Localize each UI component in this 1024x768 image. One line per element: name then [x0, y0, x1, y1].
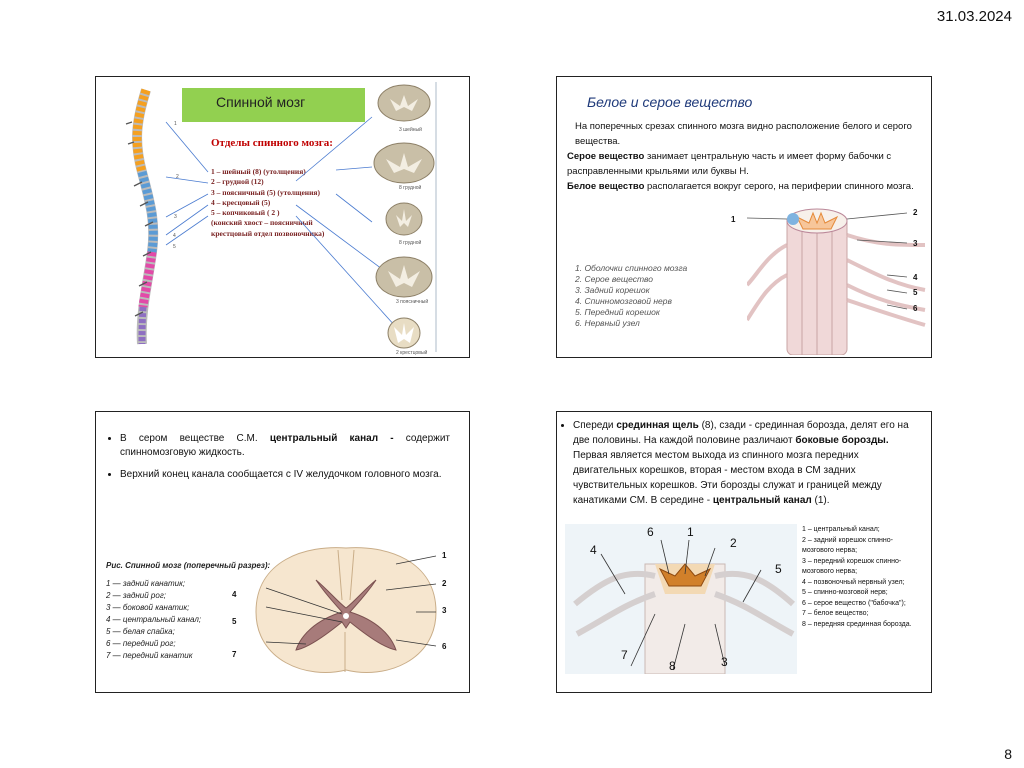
date-header: 31.03.2024: [937, 8, 1012, 25]
slide3-text: В сером веществе С.М. центральный канал …: [110, 432, 450, 490]
fig-num-5: 5: [775, 562, 782, 576]
term-white: Белое вещество: [567, 181, 644, 192]
fig-num-5: 5: [913, 288, 917, 297]
legend-item: 4. Спинномозговой нерв: [575, 296, 687, 307]
legend-list: 1. Оболочки спинного мозга 2. Серое веще…: [575, 263, 687, 329]
bullet-1-a: В сером веществе С.М.: [120, 433, 270, 444]
fig-num-1: 1: [687, 525, 694, 539]
text-part: Спереди: [573, 420, 616, 431]
slide-spinal-cord: 1 2 3 4 5 Спинной мозг Отделы спинного м…: [95, 76, 470, 358]
fig-num-3: 3: [913, 239, 917, 248]
para-1: На поперечных срезах спинного мозга видн…: [567, 119, 917, 149]
legend-item: 1. Оболочки спинного мозга: [575, 263, 687, 274]
legend-item: 3. Задний корешок: [575, 285, 687, 296]
para-3-text: располагается вокруг серого, на перифери…: [644, 181, 913, 192]
spinal-cord-3d-illustration: [747, 205, 927, 355]
caption-item: 4 – позвоночный нервный узел;: [802, 578, 924, 589]
legend-item: 5. Передний корешок: [575, 307, 687, 318]
slide2-title: Белое и серое вещество: [587, 94, 752, 110]
slide-fissures-sulci: Спереди срединная щель (8), сзади - сред…: [556, 411, 932, 693]
fig-num-2: 2: [442, 579, 446, 588]
slide-central-canal: В сером веществе С.М. центральный канал …: [95, 411, 470, 693]
caption-item: 2 – задний корешок спинно-мозгового нерв…: [802, 536, 924, 557]
figure-caption: 1 – центральный канал; 2 – задний корешо…: [802, 525, 924, 630]
fig-num-2: 2: [913, 208, 917, 217]
slide4-text: Спереди срединная щель (8), сзади - сред…: [563, 418, 923, 508]
caption-item: 1 – центральный канал;: [802, 525, 924, 536]
term-grey: Серое вещество: [567, 151, 644, 162]
fig-num-6: 6: [442, 642, 446, 651]
term-canal: центральный канал -: [270, 433, 394, 444]
caption-item: 8 – передняя срединная борозда.: [802, 620, 924, 631]
caption-item: 3 – передний корешок спинно-мозгового не…: [802, 557, 924, 578]
bullet: Спереди срединная щель (8), сзади - сред…: [573, 418, 923, 508]
bullet-1: В сером веществе С.М. центральный канал …: [120, 432, 450, 460]
caption-item: 5 – спинно-мозговой нерв;: [802, 588, 924, 599]
fig-num-3: 3: [442, 606, 446, 615]
spinal-segment-illustration: [565, 524, 797, 674]
fig-num-3: 3: [721, 655, 728, 669]
section-image-label: 8 грудной: [399, 240, 421, 246]
fig-num-2: 2: [730, 536, 737, 550]
bullet-2: Верхний конец канала сообщается с IV жел…: [120, 468, 450, 482]
slide-white-grey-matter: Белое и серое вещество На поперечных сре…: [556, 76, 932, 358]
legend-item: 2. Серое вещество: [575, 274, 687, 285]
cross-section-illustration: [246, 540, 456, 685]
fig-num-6: 6: [913, 304, 917, 313]
section-image-label: 8 грудной: [399, 185, 421, 191]
fig-num-1: 1: [731, 215, 735, 224]
fig-num-6: 6: [647, 525, 654, 539]
fig-num-4: 4: [913, 273, 917, 282]
section-image-label: 3 поясничный: [396, 299, 428, 305]
cross-sections-illustration: [366, 81, 446, 353]
para-3: Белое вещество располагается вокруг серо…: [567, 179, 917, 194]
section-image-label: 3 шейный: [399, 127, 422, 133]
fig-num-4: 4: [590, 543, 597, 557]
section-image-label: 2 крестцовый: [396, 350, 427, 356]
para-2: Серое вещество занимает центральную част…: [567, 149, 917, 179]
fig-num-4: 4: [232, 590, 236, 599]
caption-item: 7 – белое вещество;: [802, 609, 924, 620]
text-part: (1).: [812, 495, 830, 506]
term-canal: центральный канал: [713, 495, 812, 506]
fig-num-7: 7: [621, 648, 628, 662]
page-number: 8: [1004, 746, 1012, 762]
fig-num-1: 1: [442, 551, 446, 560]
caption-item: 6 – серое вещество ("бабочка");: [802, 599, 924, 610]
legend-item: 6. Нервный узел: [575, 318, 687, 329]
fig-num-5: 5: [232, 617, 236, 626]
slide2-text: На поперечных срезах спинного мозга видн…: [567, 119, 917, 194]
fig-num-8: 8: [669, 659, 676, 673]
term-fissure: срединная щель: [616, 420, 698, 431]
fig-num-7: 7: [232, 650, 236, 659]
term-sulci: боковые борозды.: [795, 435, 888, 446]
